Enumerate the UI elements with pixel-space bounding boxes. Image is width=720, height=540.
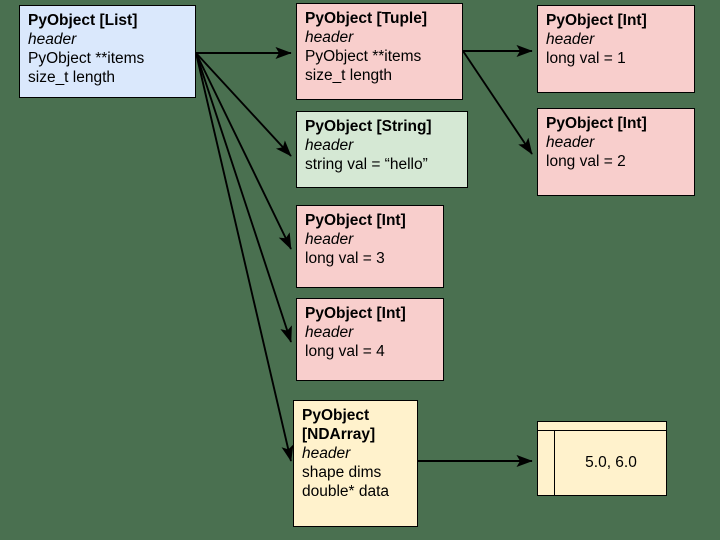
node-int4-field-val: long val = 4: [305, 343, 385, 361]
edge-list-to-ndarray: [195, 52, 294, 462]
node-ndarray-header: header: [302, 445, 351, 463]
node-int2-field-val: long val = 2: [546, 153, 626, 171]
node-list-field-items: PyObject **items: [28, 50, 145, 68]
data-buffer-index-column: [554, 431, 555, 495]
node-int1-field-val: long val = 1: [546, 50, 626, 68]
node-string-header: header: [305, 137, 354, 155]
node-int3-title: PyObject [Int]: [305, 212, 406, 229]
node-pyobject-int-3[interactable]: PyObject [Int] header long val = 3: [296, 205, 444, 288]
edge-tuple-to-int2: [462, 50, 533, 155]
node-list-field-length: size_t length: [28, 69, 116, 87]
node-tuple-field-items: PyObject **items: [305, 48, 422, 66]
edge-list-to-string: [195, 52, 292, 157]
node-int1-header: header: [546, 31, 595, 49]
node-list-title: PyObject [List]: [28, 12, 138, 29]
node-ndarray-title-line2: [NDArray]: [302, 426, 376, 444]
node-int3-header: header: [305, 231, 354, 249]
node-pyobject-list[interactable]: PyObject [List] header PyObject **items …: [19, 5, 196, 98]
node-tuple-title: PyObject [Tuple]: [305, 10, 428, 27]
node-ndarray-field-data: double* data: [302, 483, 390, 501]
data-buffer-values: 5.0, 6.0: [585, 454, 637, 471]
node-ndarray-field-shape: shape dims: [302, 464, 382, 482]
node-pyobject-int-4[interactable]: PyObject [Int] header long val = 4: [296, 298, 444, 381]
node-int4-header: header: [305, 324, 354, 342]
node-int3-field-val: long val = 3: [305, 250, 385, 268]
node-pyobject-int-2[interactable]: PyObject [Int] header long val = 2: [537, 108, 695, 196]
node-string-title: PyObject [String]: [305, 118, 432, 135]
data-buffer-header-strip: [538, 422, 666, 431]
node-pyobject-string[interactable]: PyObject [String] header string val = “h…: [296, 111, 468, 188]
edge-list-to-int4: [195, 52, 292, 343]
node-list-header: header: [28, 31, 77, 49]
node-int2-title: PyObject [Int]: [546, 115, 647, 132]
node-tuple-field-length: size_t length: [305, 67, 393, 85]
edge-list-to-int3: [195, 52, 292, 250]
node-ndarray-title-line1: PyObject: [302, 407, 370, 424]
node-string-field-val: string val = “hello”: [305, 156, 428, 174]
node-pyobject-tuple[interactable]: PyObject [Tuple] header PyObject **items…: [296, 3, 463, 100]
node-int1-title: PyObject [Int]: [546, 12, 647, 29]
node-tuple-header: header: [305, 29, 354, 47]
node-pyobject-int-1[interactable]: PyObject [Int] header long val = 1: [537, 5, 695, 93]
node-int2-header: header: [546, 134, 595, 152]
node-data-buffer[interactable]: 5.0, 6.0: [537, 421, 667, 496]
node-int4-title: PyObject [Int]: [305, 305, 406, 322]
node-pyobject-ndarray[interactable]: PyObject [NDArray] header shape dims dou…: [293, 400, 418, 527]
